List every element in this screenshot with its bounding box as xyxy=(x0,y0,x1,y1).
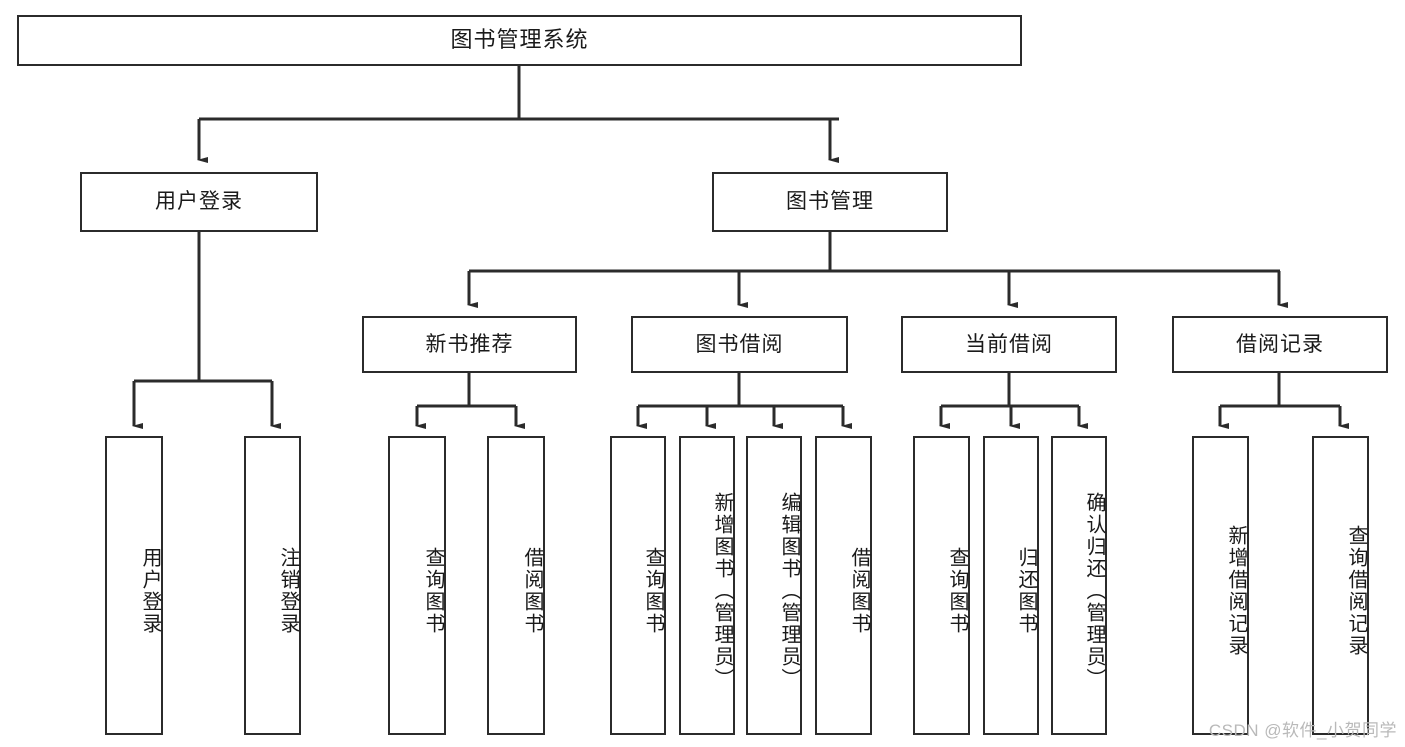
csdn-watermark: CSDN @软件_小贺同学 xyxy=(1208,721,1397,740)
edge-group-user-login xyxy=(132,232,281,429)
node-leaf-add-borrow-record-label: 新增借阅记录 xyxy=(1225,524,1247,657)
node-leaf-return-book-label: 归还图书 xyxy=(1015,546,1037,635)
edge-group-current-borrow xyxy=(939,373,1088,429)
node-root-label: 图书管理系统 xyxy=(450,27,589,53)
node-borrow-record-label: 借阅记录 xyxy=(1236,332,1324,356)
node-book-manage[interactable]: 图书管理 xyxy=(712,172,948,232)
node-user-login[interactable]: 用户登录 xyxy=(80,172,318,232)
node-leaf-confirm-return-admin-label: 确认归还（管理员） xyxy=(1083,491,1105,690)
node-leaf-query-book-1-label: 查询图书 xyxy=(422,546,444,635)
node-book-borrow[interactable]: 图书借阅 xyxy=(631,316,848,373)
node-leaf-confirm-return-admin[interactable]: 确认归还（管理员） xyxy=(1051,436,1107,735)
node-new-book-recommend[interactable]: 新书推荐 xyxy=(362,316,577,373)
node-leaf-query-borrow-record-label: 查询借阅记录 xyxy=(1345,524,1367,657)
node-leaf-add-book-admin[interactable]: 新增图书（管理员） xyxy=(679,436,735,735)
node-leaf-add-book-admin-label: 新增图书（管理员） xyxy=(711,491,733,690)
node-leaf-query-borrow-record[interactable]: 查询借阅记录 xyxy=(1312,436,1369,735)
node-leaf-user-logout-label: 注销登录 xyxy=(277,546,299,635)
node-leaf-user-login[interactable]: 用户登录 xyxy=(105,436,163,735)
node-current-borrow-label: 当前借阅 xyxy=(965,332,1053,356)
node-leaf-return-book[interactable]: 归还图书 xyxy=(983,436,1039,735)
node-leaf-edit-book-admin-label: 编辑图书（管理员） xyxy=(778,491,800,690)
node-leaf-user-login-label: 用户登录 xyxy=(139,546,161,635)
edge-group-book-manage xyxy=(467,232,1288,308)
node-leaf-borrow-book-2-label: 借阅图书 xyxy=(848,546,870,635)
node-leaf-query-book-3-label: 查询图书 xyxy=(946,546,968,635)
node-root[interactable]: 图书管理系统 xyxy=(17,15,1022,66)
node-leaf-query-book-3[interactable]: 查询图书 xyxy=(913,436,970,735)
node-leaf-query-book-1[interactable]: 查询图书 xyxy=(388,436,446,735)
node-leaf-borrow-book-1[interactable]: 借阅图书 xyxy=(487,436,545,735)
node-leaf-edit-book-admin[interactable]: 编辑图书（管理员） xyxy=(746,436,802,735)
edge-group-root xyxy=(197,66,839,163)
node-current-borrow[interactable]: 当前借阅 xyxy=(901,316,1117,373)
edge-group-book-borrow xyxy=(636,373,852,429)
node-book-manage-label: 图书管理 xyxy=(786,190,874,214)
node-user-login-label: 用户登录 xyxy=(155,190,243,214)
node-leaf-query-book-2[interactable]: 查询图书 xyxy=(610,436,666,735)
node-leaf-add-borrow-record[interactable]: 新增借阅记录 xyxy=(1192,436,1249,735)
node-new-book-recommend-label: 新书推荐 xyxy=(425,332,514,356)
edge-group-borrow-record xyxy=(1218,373,1349,429)
node-borrow-record[interactable]: 借阅记录 xyxy=(1172,316,1388,373)
node-book-borrow-label: 图书借阅 xyxy=(695,332,784,356)
node-leaf-borrow-book-2[interactable]: 借阅图书 xyxy=(815,436,872,735)
node-leaf-query-book-2-label: 查询图书 xyxy=(642,546,664,635)
node-leaf-borrow-book-1-label: 借阅图书 xyxy=(521,546,543,635)
edge-group-new-book-recommend xyxy=(415,373,525,429)
node-leaf-user-logout[interactable]: 注销登录 xyxy=(244,436,301,735)
